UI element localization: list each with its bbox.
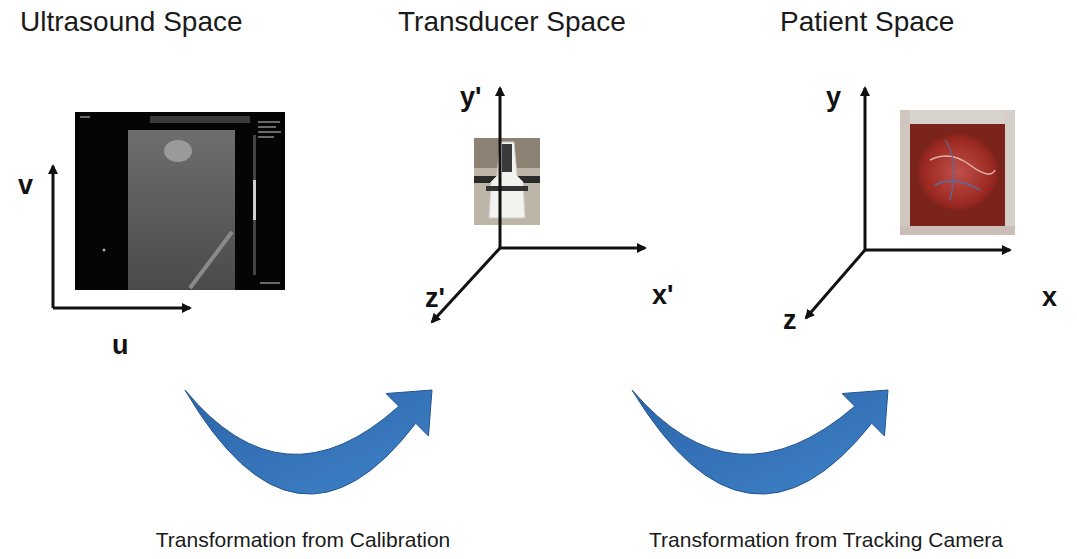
- axis-label: z: [783, 305, 797, 336]
- space-title: Patient Space: [780, 6, 954, 38]
- transform-label: Transformation from Tracking Camera: [649, 528, 1003, 552]
- transform-label: Transformation from Calibration: [156, 528, 451, 552]
- axis-label: u: [112, 330, 129, 361]
- coordinate-space: Transducer Space y' z' x': [358, 0, 708, 390]
- coordinate-space: Patient Space y z x: [716, 0, 1077, 390]
- axis-label: y': [460, 82, 481, 113]
- transform-arrow: [185, 390, 432, 494]
- axis-label: x: [1042, 282, 1057, 313]
- patient-photo: [900, 110, 1015, 235]
- space-title: Transducer Space: [398, 6, 626, 38]
- ultrasound-image: [75, 112, 285, 290]
- axes: [53, 88, 1010, 322]
- coordinate-space: Ultrasound Space v u: [0, 0, 352, 390]
- transducer-photo: [474, 138, 540, 225]
- axis-label: v: [18, 170, 33, 201]
- axis-label: x': [652, 280, 673, 311]
- axis-label: z': [425, 283, 445, 314]
- space-title: Ultrasound Space: [20, 6, 243, 38]
- axis-label: y: [826, 82, 841, 113]
- transform-arrow: [632, 390, 888, 494]
